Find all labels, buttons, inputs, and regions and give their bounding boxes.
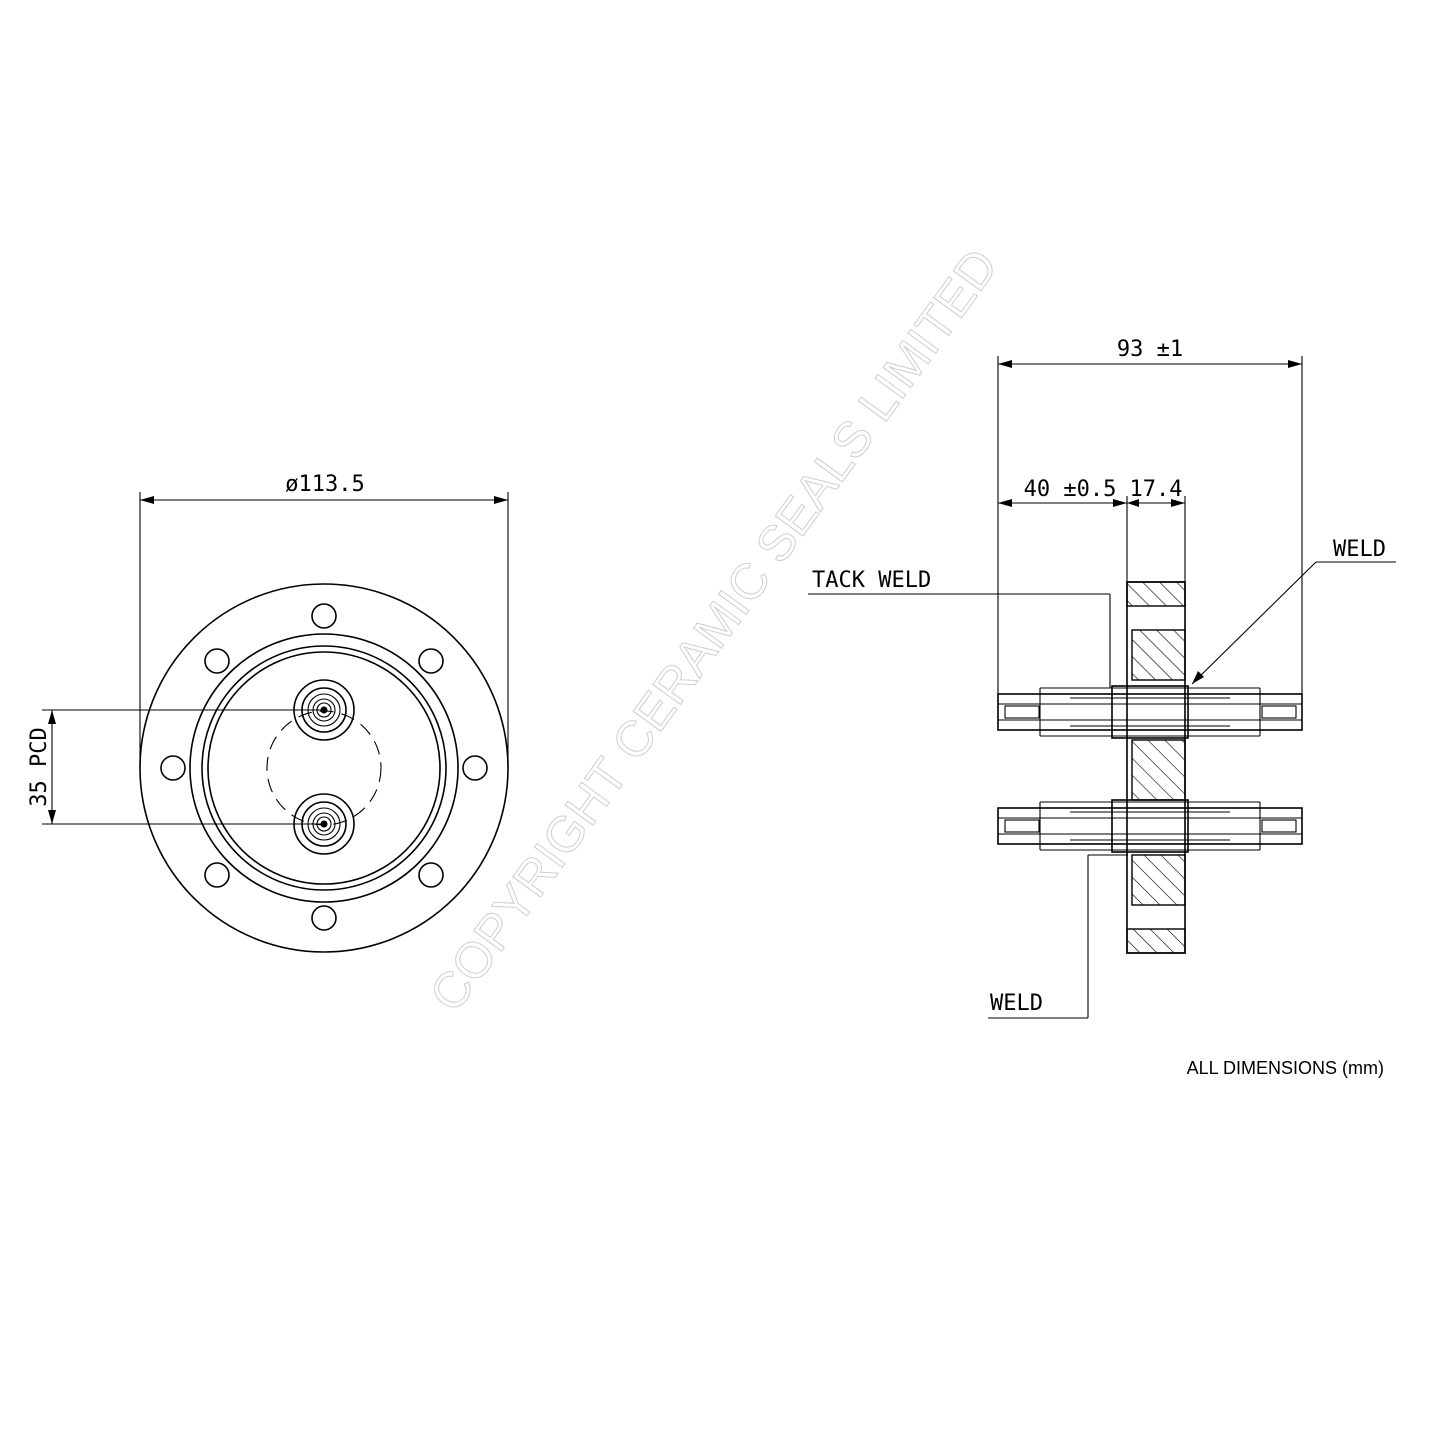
- flange-section: [1126, 581, 1186, 607]
- pcd-dimension: 35 PCD: [27, 709, 324, 825]
- bolt-hole: [418, 862, 444, 888]
- diameter-label: ø113.5: [285, 472, 364, 497]
- bolt-holes: [160, 603, 488, 931]
- tack-weld-callout: TACK WELD: [808, 568, 1111, 688]
- pcd-label: 35 PCD: [27, 727, 52, 806]
- feedthrough-side-bottom: [997, 799, 1303, 853]
- flange-section: [1126, 928, 1186, 954]
- units-note: ALL DIMENSIONS (mm): [1186, 1058, 1384, 1078]
- flange-section: [1131, 854, 1186, 906]
- overall-length-label: 93 ±1: [1117, 337, 1183, 362]
- flange-thickness-label: 17.4: [1130, 477, 1183, 502]
- flange-section: [1131, 739, 1186, 801]
- weld-top-label: WELD: [1333, 537, 1386, 562]
- inner-length-dimension: 40 ±0.5 17.4: [998, 477, 1186, 582]
- bolt-hole: [311, 603, 337, 629]
- bolt-hole: [311, 905, 337, 931]
- bolt-hole: [418, 648, 444, 674]
- inner-ring-3: [207, 651, 441, 885]
- diameter-dimension: ø113.5: [139, 472, 509, 768]
- weld-top-callout: WELD: [1191, 537, 1396, 685]
- side-view: 93 ±1 40 ±0.5 17.4 TACK WELD WELD: [808, 337, 1396, 1019]
- weld-bottom-callout: WELD: [988, 854, 1128, 1019]
- bolt-hole: [462, 755, 488, 781]
- front-view: ø113.5 35 PCD: [27, 472, 509, 953]
- flange-section: [1131, 629, 1186, 681]
- inner-length-label: 40 ±0.5: [1024, 477, 1117, 502]
- overall-length-dimension: 93 ±1: [997, 337, 1303, 694]
- feedthrough-side-top: [997, 685, 1303, 739]
- bolt-hole: [160, 755, 186, 781]
- copyright-watermark: COPYRIGHT CERAMIC SEALS LIMITED: [419, 239, 1009, 1022]
- flange-outer-circle: [139, 583, 509, 953]
- inner-ring-1: [189, 633, 459, 903]
- tack-weld-label: TACK WELD: [812, 568, 931, 593]
- bolt-hole: [204, 862, 230, 888]
- weld-bottom-label: WELD: [990, 991, 1043, 1016]
- bolt-hole: [204, 648, 230, 674]
- flange-outline: [1126, 581, 1186, 954]
- inner-ring-2: [201, 645, 447, 891]
